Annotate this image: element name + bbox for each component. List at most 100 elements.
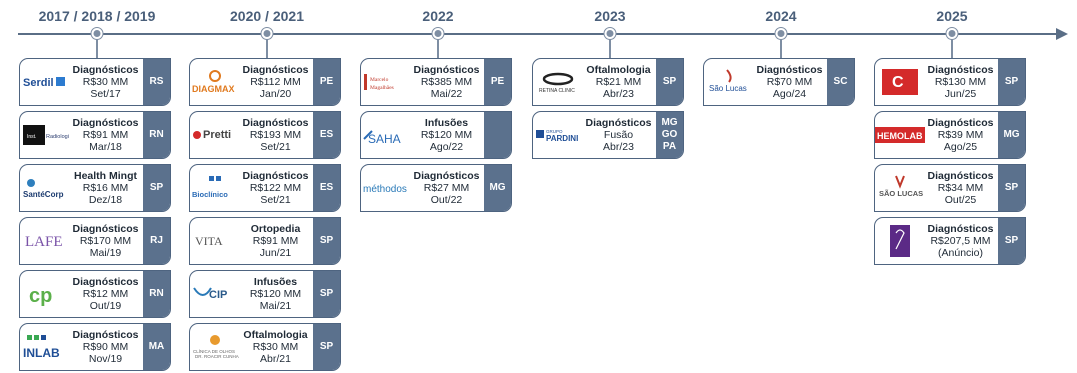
state-code: GO [661,129,678,140]
state-code: PE [490,76,505,87]
deal-value: Fusão [603,129,634,141]
deal-date: Set/17 [90,88,121,100]
state-badge: RS [143,59,170,105]
state-badge: RN [143,271,170,317]
deal-sector: Diagnósticos [72,223,139,235]
company-logo: VITA [190,218,240,264]
company-logo: LAFE [20,218,70,264]
state-code: SP [319,235,334,246]
state-badge: SP [313,324,340,370]
svg-text:SAHA: SAHA [368,132,401,146]
deal-value: R$91 MM [252,235,299,247]
deal-value: R$91 MM [82,129,129,141]
company-logo: CIP [190,271,240,317]
deal-date: Set/21 [260,194,291,206]
deal-date: Out/25 [944,194,977,206]
state-badge: SP [313,271,340,317]
deal-date: Jun/25 [944,88,977,100]
state-code: MG [489,182,506,193]
state-badge: MA [143,324,170,370]
deal-date: Set/21 [260,141,291,153]
state-code: RS [149,76,164,87]
timeline-stem [96,39,98,58]
state-badge: SP [313,218,340,264]
company-logo: Bioclínico [190,165,240,211]
svg-text:CLÍNICA DE OLHOS: CLÍNICA DE OLHOS [193,348,235,354]
svg-text:RETINA CLINIC: RETINA CLINIC [539,88,575,94]
state-badge: ES [313,165,340,211]
deal-sector: Ortopedia [250,223,301,235]
svg-text:Radiologia: Radiologia [46,134,69,140]
state-code: MA [148,341,165,352]
svg-text:méthodos: méthodos [363,184,407,195]
state-badge: SP [998,59,1025,105]
svg-text:LAFE: LAFE [25,234,63,250]
period-label: 2023 [594,8,626,24]
timeline-dot [946,28,958,39]
company-logo: DIAGMAX [190,59,240,105]
timeline-dot [604,28,616,39]
deal-sector: Diagnósticos [927,223,994,235]
state-badge: ES [313,112,340,158]
deal-sector: Health Mingt [74,170,137,182]
deal-date: Mai/19 [89,247,122,259]
timeline-stem [951,39,953,58]
deal-value: R$122 MM [249,182,302,194]
deal-date: (Anúncio) [938,247,983,259]
deal-value: R$120 MM [420,129,473,141]
period-label: 2025 [936,8,968,24]
svg-text:HEMOLAB: HEMOLAB [877,131,923,141]
state-code: SP [662,76,677,87]
timeline-arrow-icon [1056,28,1068,40]
deal-date: Abr/23 [603,88,634,100]
deal-value: R$130 MM [934,76,987,88]
deal-value: R$120 MM [249,288,302,300]
deal-value: R$12 MM [82,288,129,300]
deal-date: Mar/18 [89,141,122,153]
svg-text:DIAGMAX: DIAGMAX [192,84,235,94]
timeline-stem [437,39,439,58]
company-logo: SAHA [361,112,411,158]
company-logo: C [875,59,925,105]
state-code: SP [319,341,334,352]
deal-value: R$34 MM [937,182,984,194]
svg-text:Inst.: Inst. [27,134,36,140]
svg-text:cp: cp [29,285,52,307]
deal-sector: Diagnósticos [413,170,480,182]
deal-sector: Diagnósticos [242,64,309,76]
deal-value: R$21 MM [595,76,642,88]
deal-value: R$70 MM [766,76,813,88]
state-code: RN [149,129,164,140]
deal-date: Jan/20 [259,88,292,100]
company-logo: cp [20,271,70,317]
deal-sector: Diagnósticos [585,117,652,129]
deal-date: Out/19 [89,300,122,312]
deal-value: R$112 MM [250,76,301,88]
state-code: ES [319,129,334,140]
state-badge: MG [998,112,1025,158]
deal-value: R$193 MM [249,129,302,141]
deal-sector: Oftalmologia [586,64,651,76]
deal-sector: Diagnósticos [242,170,309,182]
deal-sector: Oftalmologia [243,329,308,341]
state-badge: SP [143,165,170,211]
